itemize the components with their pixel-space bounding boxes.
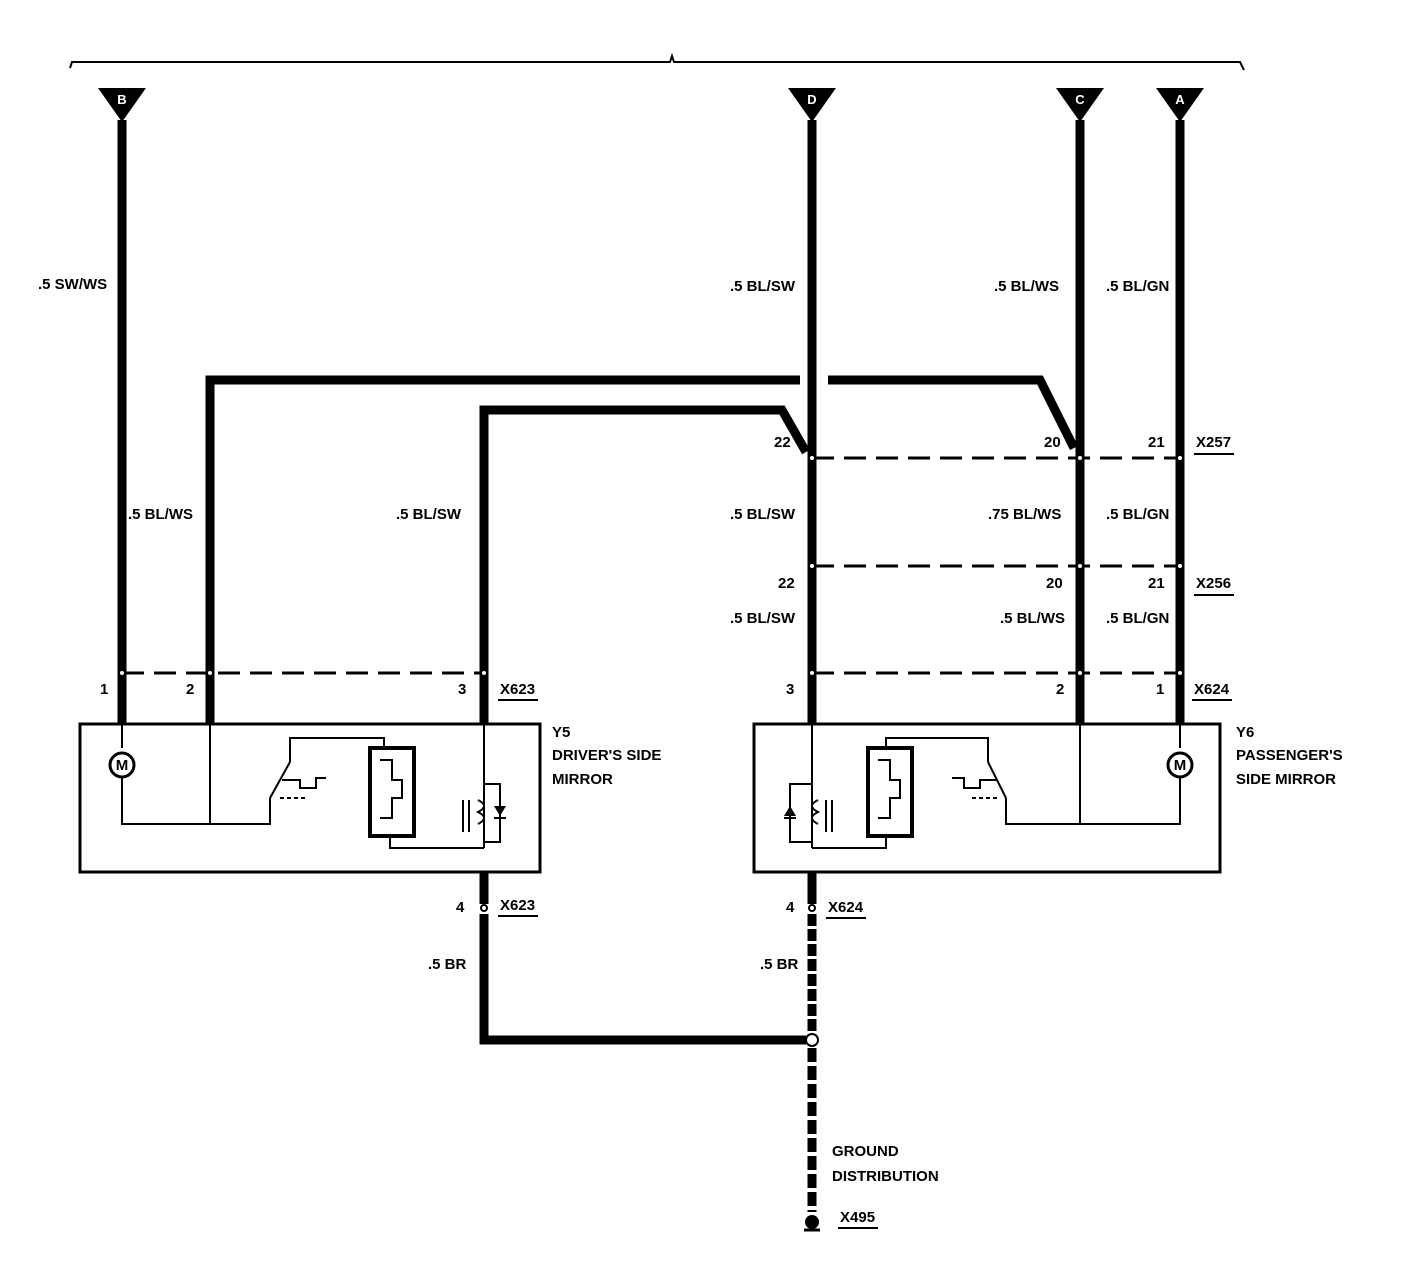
svg-text:M: M — [116, 757, 129, 774]
wire-label: .5 BL/SW — [730, 506, 796, 523]
pin-number: 1 — [1156, 681, 1164, 698]
component-name-y5: DRIVER'S SIDE — [552, 747, 661, 764]
pin-number: 20 — [1046, 575, 1063, 592]
svg-text:B: B — [117, 92, 126, 107]
pin-number: 2 — [186, 681, 194, 698]
wire-label: .5 BL/SW — [730, 610, 796, 627]
component-name-y6: SIDE MIRROR — [1236, 771, 1336, 788]
wire-label: .5 BL/SW — [396, 506, 462, 523]
wire-label: .5 BR — [428, 956, 467, 973]
motor-icon — [1166, 751, 1194, 779]
component-name-y5: MIRROR — [552, 771, 613, 788]
connector-b: B — [98, 88, 146, 122]
connector-label: X257 — [1196, 434, 1231, 451]
pin-number: 20 — [1044, 434, 1061, 451]
component-id-y6: Y6 — [1236, 724, 1254, 741]
svg-text:D: D — [807, 92, 816, 107]
wire-crossover-bl-ws — [205, 375, 800, 724]
connector-label: X623 — [500, 897, 535, 914]
ground-label: GROUND — [832, 1143, 899, 1160]
pin-number: 22 — [778, 575, 795, 592]
wire-label: .5 BR — [760, 956, 799, 973]
wire-label: .5 BL/GN — [1106, 278, 1169, 295]
connector-label: X624 — [1194, 681, 1230, 698]
wire-label: .5 BL/WS — [128, 506, 193, 523]
pin-number: 3 — [458, 681, 466, 698]
pin-number: 22 — [774, 434, 791, 451]
connector-c: C — [1056, 88, 1104, 122]
ground-terminal-icon — [804, 1215, 820, 1232]
connector-a: A — [1156, 88, 1204, 122]
svg-text:C: C — [1075, 92, 1085, 107]
svg-text:A: A — [1175, 92, 1185, 107]
wire-label: .5 BL/GN — [1106, 610, 1169, 627]
y6-box — [752, 722, 1222, 874]
wire-crossover-bl-ws-right — [828, 375, 1079, 451]
pin-number: 1 — [100, 681, 108, 698]
pin-number: 21 — [1148, 575, 1165, 592]
wire-label: .5 BL/WS — [994, 278, 1059, 295]
wire-label: .5 SW/WS — [38, 276, 107, 293]
connector-label: X495 — [840, 1209, 875, 1226]
pin-number: 4 — [786, 899, 795, 916]
motor-icon — [108, 751, 136, 779]
y5-internals: M — [108, 724, 506, 849]
pin-number: 3 — [786, 681, 794, 698]
connector-label: X256 — [1196, 575, 1231, 592]
connector-label: X623 — [500, 681, 535, 698]
pin-markers — [118, 454, 1184, 677]
svg-text:M: M — [1174, 757, 1187, 774]
wire-label: .5 BL/SW — [730, 278, 796, 295]
ground-splice — [805, 1033, 819, 1047]
top-bracket — [69, 52, 1245, 71]
wire-crossover-bl-sw — [479, 405, 810, 724]
y5-box — [78, 722, 542, 874]
ground-wire-left — [479, 914, 806, 1045]
pin-number: 4 — [456, 899, 465, 916]
ground-label: DISTRIBUTION — [832, 1168, 939, 1185]
pin-number: 21 — [1148, 434, 1165, 451]
component-id-y5: Y5 — [552, 724, 570, 741]
component-name-y6: PASSENGER'S — [1236, 747, 1343, 764]
bottom-pin-markers — [480, 904, 816, 912]
connector-d: D — [788, 88, 836, 122]
connector-label: X624 — [828, 899, 864, 916]
y6-internals: M — [784, 724, 1194, 849]
wire-label: .75 BL/WS — [988, 506, 1061, 523]
pin-number: 2 — [1056, 681, 1064, 698]
wire-label: .5 BL/GN — [1106, 506, 1169, 523]
wire-label: .5 BL/WS — [1000, 610, 1065, 627]
